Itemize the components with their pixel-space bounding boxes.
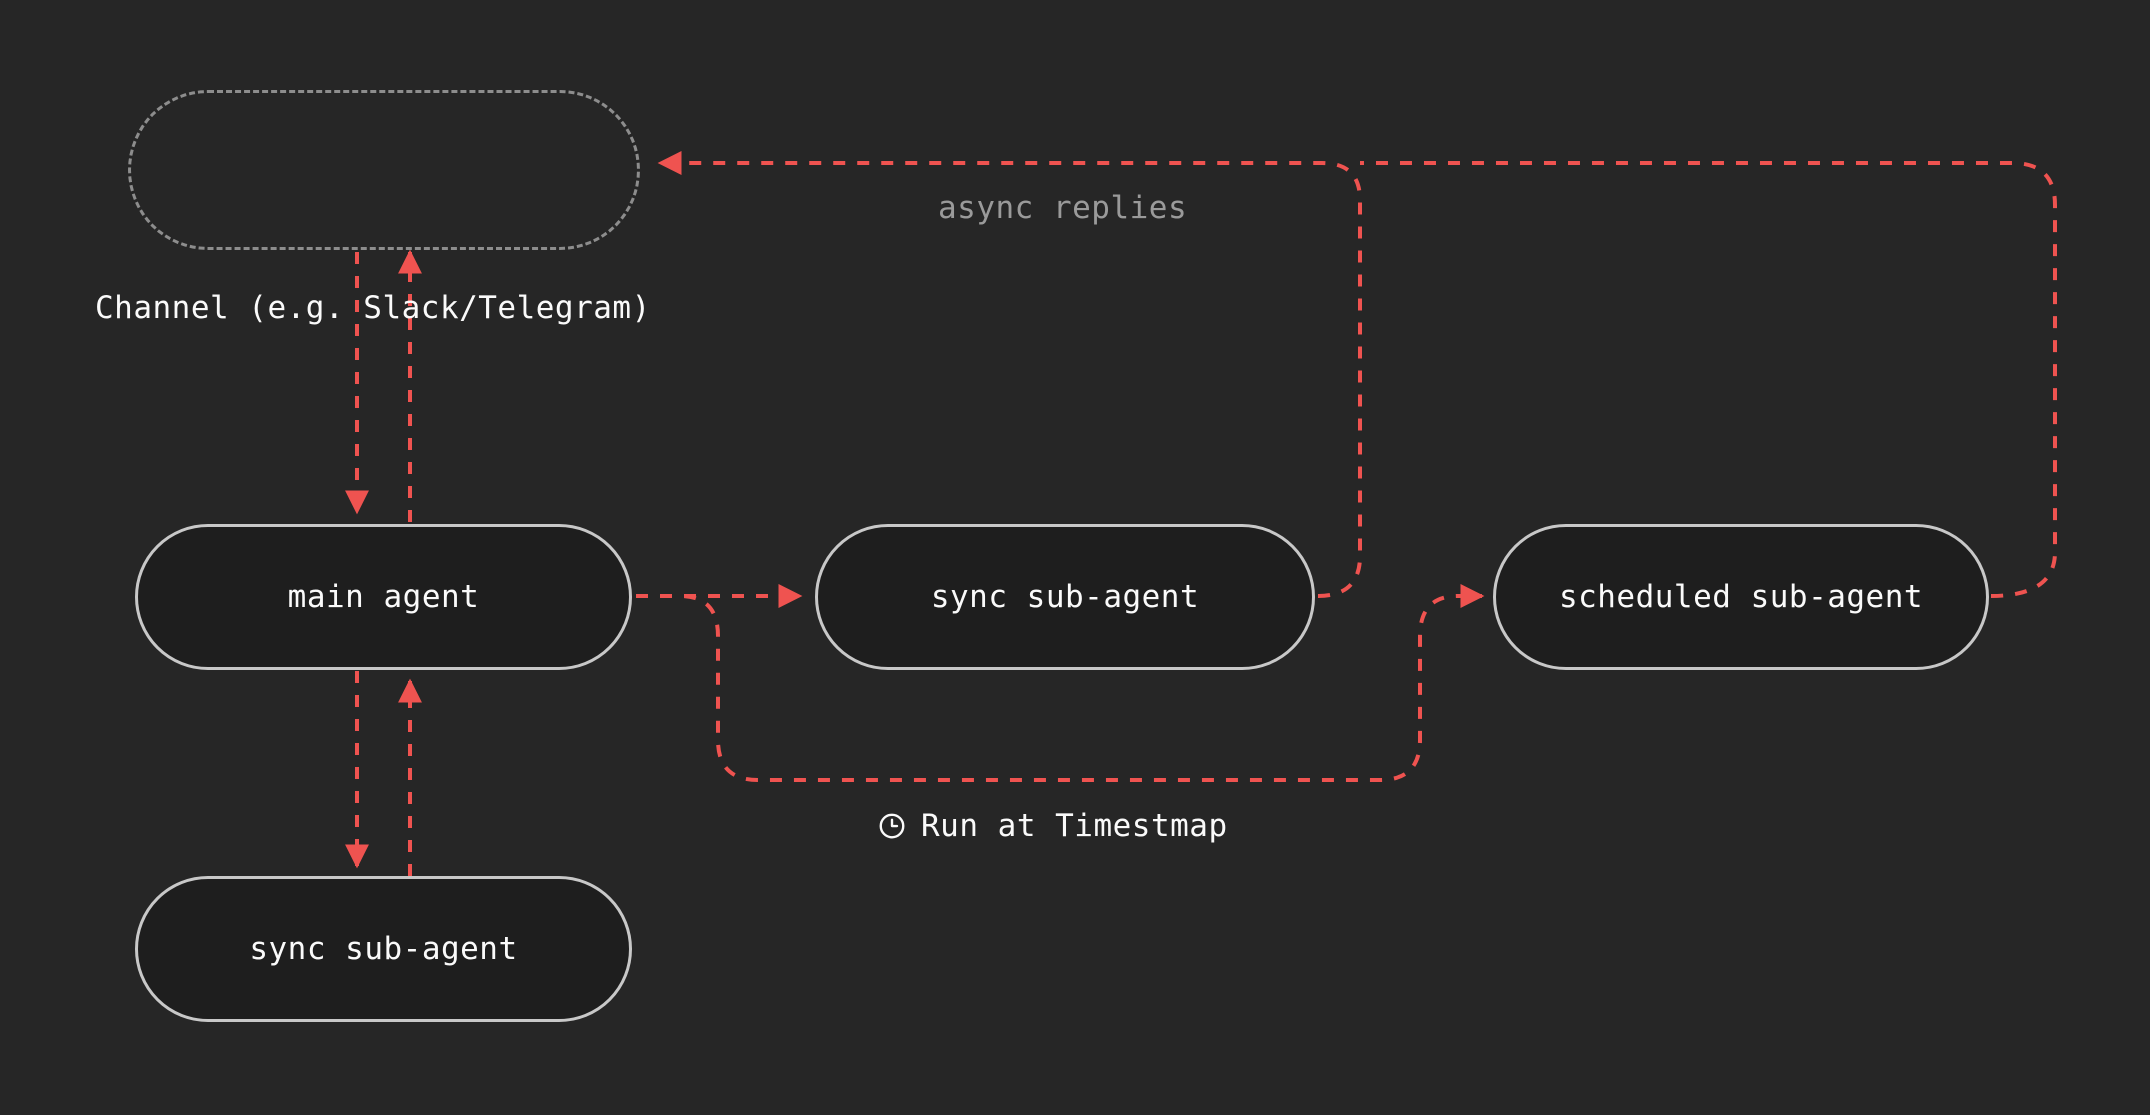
node-scheduled-sub-agent-label: scheduled sub-agent <box>1558 579 1924 615</box>
clock-icon <box>877 811 907 841</box>
async-replies-label: async replies <box>938 190 1188 226</box>
node-sync-sub-agent-mid-label: sync sub-agent <box>930 579 1200 615</box>
node-main-agent-label: main agent <box>287 579 480 615</box>
run-at-timestmap-label: Run at Timestmap <box>877 808 1228 844</box>
node-channel[interactable] <box>128 90 640 250</box>
channel-caption: Channel (e.g. Slack/Telegram) <box>95 290 651 326</box>
node-main-agent[interactable]: main agent <box>135 524 632 670</box>
node-sync-sub-agent-bottom[interactable]: sync sub-agent <box>135 876 632 1022</box>
run-at-timestmap-text: Run at Timestmap <box>921 808 1228 844</box>
node-sync-sub-agent-bottom-label: sync sub-agent <box>249 931 518 967</box>
node-sync-sub-agent-mid[interactable]: sync sub-agent <box>815 524 1315 670</box>
node-scheduled-sub-agent[interactable]: scheduled sub-agent <box>1493 524 1989 670</box>
